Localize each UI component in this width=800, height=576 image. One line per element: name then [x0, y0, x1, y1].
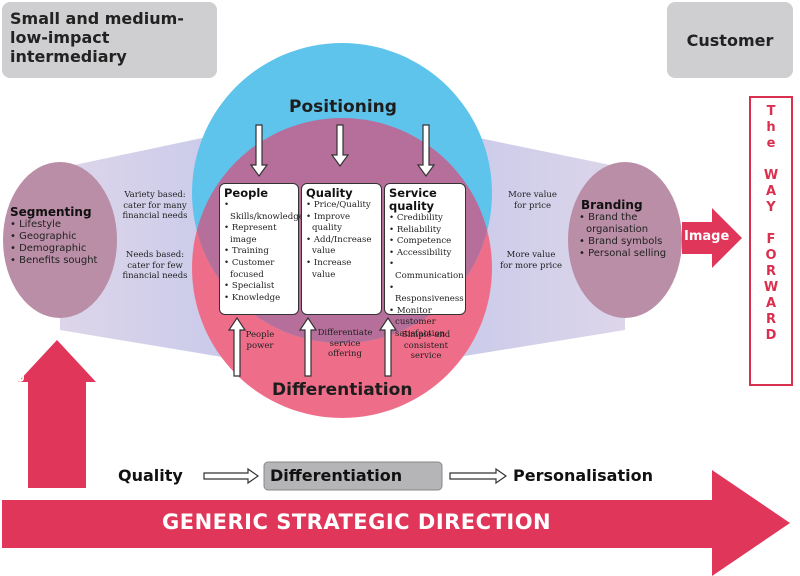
service-quality-item: Credibility [389, 213, 461, 225]
people-item: Skills/knowledge [224, 200, 304, 223]
image-arrow [682, 208, 742, 268]
intermediary-header: Small and medium-low-impact intermediary [2, 2, 217, 78]
segmenting-list: Lifestyle Geographic Demographic Benefit… [10, 219, 110, 267]
people-item: Training [224, 246, 294, 258]
quality-box: Quality Price/Quality Improve quality Ad… [301, 183, 382, 315]
way-forward-text: The WAY FORWARD [763, 104, 779, 344]
progression-differentiation: Differentiation [270, 466, 403, 485]
customer-header: Customer [667, 2, 793, 78]
niche-label: Niche Strategy [13, 305, 28, 415]
niche-arrow [18, 340, 96, 488]
generic-arrow [2, 470, 790, 576]
service-quality-item: Reliability [389, 225, 461, 237]
quality-item: Add/Increase value [306, 235, 377, 258]
service-quality-item: Accessibility [389, 248, 461, 260]
quality-item: Increase value [306, 258, 377, 281]
progression-personalisation: Personalisation [513, 466, 653, 485]
branding-item: Personal selling [579, 248, 677, 260]
service-quality-item: Responsiveness [389, 283, 464, 306]
progression-arrow-1 [203, 467, 260, 485]
positioning-arrows [249, 124, 436, 178]
quality-title: Quality [306, 186, 353, 200]
people-box: People Skills/knowledge Represent image … [219, 183, 304, 315]
service-quality-item: Competence [389, 236, 461, 248]
branding-list: Brand the organisation Brand symbols Per… [579, 212, 677, 260]
progression-arrow-2 [449, 467, 508, 485]
needs-note: Needs based: cater for few financial nee… [122, 250, 188, 281]
differentiation-label: Differentiation [272, 380, 413, 400]
people-item: Specialist [224, 281, 294, 293]
people-note: People power [245, 330, 275, 351]
positioning-label: Positioning [289, 97, 397, 117]
segmenting-item: Benefits sought [10, 255, 110, 267]
segmenting-title: Segmenting [10, 205, 92, 219]
segmenting-content: Segmenting Lifestyle Geographic Demograp… [10, 205, 110, 267]
people-title: People [224, 186, 269, 200]
more-value-note: More value for price [508, 190, 557, 211]
service-quality-title: Service quality [389, 186, 437, 213]
branding-content: Branding Brand the organisation Brand sy… [579, 198, 677, 260]
branding-item: Brand symbols [579, 236, 677, 248]
segmenting-item: Geographic [10, 231, 110, 243]
segmenting-item: Lifestyle [10, 219, 110, 231]
service-quality-box: Service quality Credibility Reliability … [384, 183, 466, 339]
quality-note: Differentiate service offering [317, 328, 373, 359]
generic-label: GENERIC STRATEGIC DIRECTION [162, 510, 552, 534]
quality-list: Price/Quality Improve quality Add/Increa… [306, 200, 377, 281]
progression-quality: Quality [118, 466, 183, 485]
quality-item: Price/Quality [306, 200, 377, 212]
people-item: Represent image [224, 223, 294, 246]
people-item: Knowledge [224, 293, 294, 305]
service-quality-list: Credibility Reliability Competence Acces… [389, 213, 464, 341]
segmenting-item: Demographic [10, 243, 110, 255]
branding-item: Brand the organisation [579, 212, 677, 236]
more-value-more-note: More value for more price [500, 250, 563, 271]
service-quality-item: Monitor customer satisfaction [389, 306, 461, 341]
quality-item: Improve quality [306, 212, 377, 235]
variety-note: Variety based: cater for many financial … [122, 190, 188, 221]
image-label: Image [684, 229, 730, 244]
people-item: Customer focused [224, 258, 294, 281]
service-quality-item: Communication [389, 259, 464, 282]
service-note: Simple and consistent service [401, 330, 451, 361]
way-forward-box: The WAY FORWARD [749, 96, 793, 386]
branding-title: Branding [581, 198, 643, 212]
differentiation-highlight [263, 461, 443, 491]
people-list: Skills/knowledge Represent image Trainin… [224, 200, 304, 305]
